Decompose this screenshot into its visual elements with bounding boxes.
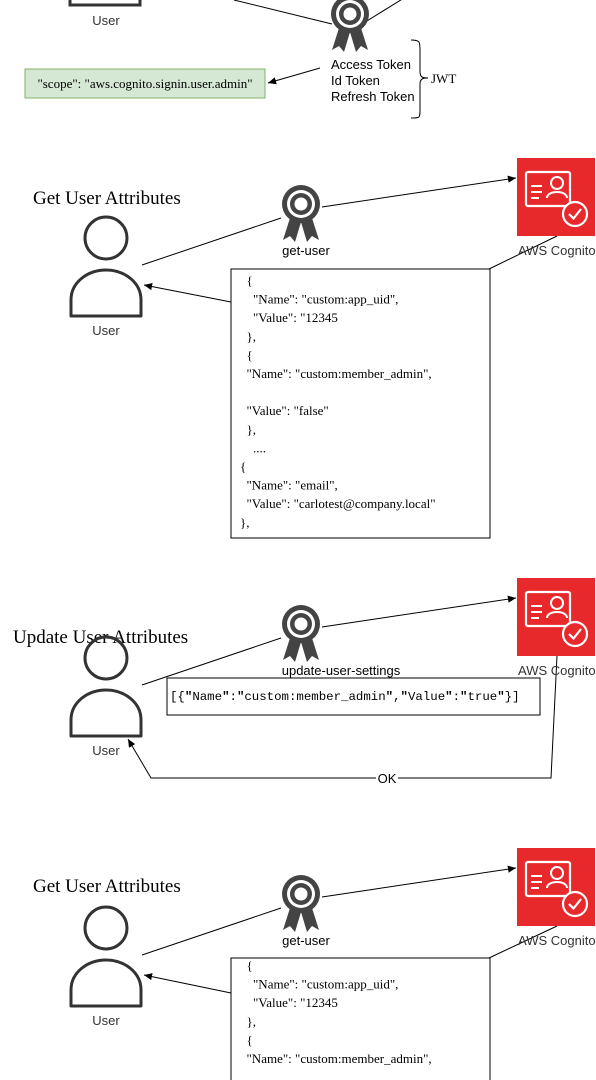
edge-user-to-badge: [141, 907, 282, 956]
response-json-box: [230, 268, 491, 539]
action-label: get-user: [282, 243, 330, 258]
edge-response-to-user: [143, 973, 232, 994]
edge-response-to-user: [143, 283, 232, 303]
aws-cognito-icon: [515, 156, 596, 238]
response-json-lines: { "Name": "custom:app_uid", "Value": "12…: [240, 958, 432, 1066]
edge-user-to-badge: [141, 217, 282, 266]
payload-segment: true: [467, 690, 497, 704]
payload-segment: ": [237, 690, 244, 704]
payload-segment: [{: [170, 690, 185, 704]
edge-badge-to-cognito: [321, 175, 517, 208]
payload-segment: }]: [505, 690, 520, 704]
json-line: "Name": "email",: [240, 478, 338, 493]
json-line: },: [240, 422, 256, 437]
payload-segment: Name: [192, 690, 222, 704]
json-line: "Name": "custom:app_uid",: [240, 977, 398, 992]
user-label: User: [92, 323, 120, 338]
json-line: "Value": "false": [240, 403, 329, 418]
payload-segment: :: [453, 690, 460, 704]
certificate-badge-icon: [282, 605, 320, 662]
certificate-badge-icon: [282, 875, 320, 932]
edge-user-to-badge: [141, 637, 282, 686]
user-icon: [69, 905, 143, 1008]
edge-badge-to-cognito-top: [361, 0, 402, 25]
json-line: {: [240, 347, 253, 362]
json-line: {: [240, 273, 253, 288]
payload-segment: Value: [408, 690, 445, 704]
user-icon-top: [68, 0, 142, 7]
payload-segment: ": [386, 690, 393, 704]
action-label: update-user-settings: [282, 663, 401, 678]
edge-cognito-to-response: [488, 235, 558, 270]
cognito-label: AWS Cognito: [518, 663, 596, 678]
section-title: Get User Attributes: [33, 876, 181, 897]
jwt-label: JWT: [431, 71, 456, 86]
aws-cognito-icon: [515, 576, 596, 658]
ok-label: OK: [378, 771, 397, 786]
scope-box: [24, 68, 266, 99]
certificate-badge-icon: [331, 0, 369, 52]
json-line: },: [240, 515, 250, 530]
payload-text: [{"Name":"custom:member_admin","Value":"…: [170, 690, 520, 704]
user-icon: [69, 635, 143, 738]
edge-cognito-to-response: [488, 925, 558, 959]
payload-segment: ": [445, 690, 452, 704]
json-line: },: [240, 1014, 256, 1029]
token-access: Access Token: [331, 57, 411, 72]
payload-segment: ": [222, 690, 229, 704]
edge-badge-to-cognito: [321, 595, 517, 628]
json-line: ....: [240, 440, 266, 455]
user-label-top: User: [92, 13, 120, 28]
response-json-lines: { "Name": "custom:app_uid", "Value": "12…: [240, 273, 436, 530]
json-line: },: [240, 329, 256, 344]
payload-segment: :: [230, 690, 237, 704]
user-label: User: [92, 1013, 120, 1028]
json-line: "Value": "12345: [240, 310, 338, 325]
action-label: get-user: [282, 933, 330, 948]
json-line: {: [240, 1032, 253, 1047]
json-line: {: [240, 958, 253, 973]
json-line: {: [240, 459, 246, 474]
json-line: "Value": "12345: [240, 995, 338, 1010]
payload-box: [166, 677, 541, 716]
response-json-box: [230, 957, 491, 1080]
edge-tokens-to-scope: [267, 67, 321, 85]
top-section: User Access Token Id Token Refresh Token…: [24, 0, 456, 119]
payload-segment: ": [460, 690, 467, 704]
section-update-user: Update User Attributes OK update-user-se…: [13, 576, 596, 786]
section-get-user-2: Get User Attributes get-user User AWS Co…: [33, 846, 596, 1080]
cognito-label: AWS Cognito: [518, 243, 596, 258]
token-id: Id Token: [331, 73, 380, 88]
payload-segment: ": [401, 690, 408, 704]
aws-cognito-icon: [515, 846, 596, 928]
json-line: "Name": "custom:member_admin",: [240, 366, 432, 381]
user-icon: [69, 215, 143, 318]
jwt-brace: [410, 39, 429, 119]
payload-segment: ,: [393, 690, 400, 704]
json-line: "Value": "carlotest@company.local": [240, 496, 436, 511]
payload-segment: ": [497, 690, 504, 704]
user-label: User: [92, 743, 120, 758]
payload-segment: custom:member_admin: [244, 690, 385, 704]
json-line: "Name": "custom:app_uid",: [240, 292, 398, 307]
certificate-badge-icon: [282, 185, 320, 242]
cognito-label: AWS Cognito: [518, 933, 596, 948]
token-refresh: Refresh Token: [331, 89, 415, 104]
edge-user-to-badge-top: [233, 0, 333, 25]
section-get-user-1: Get User Attributes get-user User AWS Co…: [33, 156, 596, 539]
ok-label-bg: [376, 771, 398, 785]
json-line: "Name": "custom:member_admin",: [240, 1051, 432, 1066]
edge-badge-to-cognito: [321, 865, 517, 898]
section-title: Get User Attributes: [33, 188, 181, 209]
scope-text: "scope": "aws.cognito.signin.user.admin": [37, 76, 252, 91]
payload-segment: ": [185, 690, 192, 704]
edge-cognito-ok-to-user: [127, 655, 558, 779]
